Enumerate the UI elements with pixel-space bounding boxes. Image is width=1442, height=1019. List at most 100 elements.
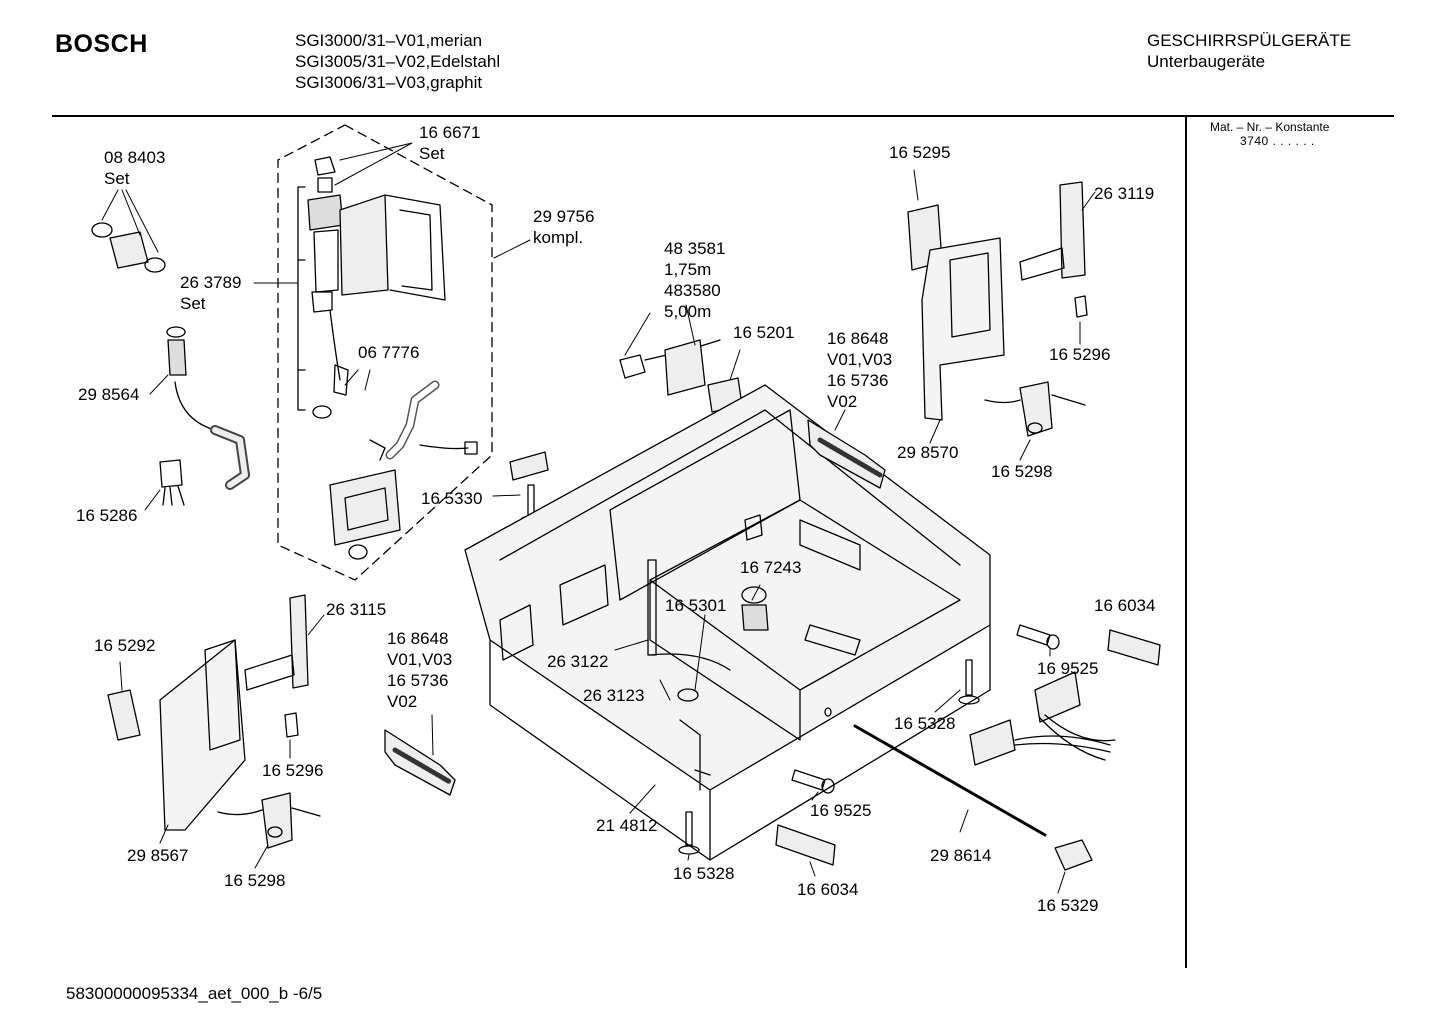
model-line-1: SGI3000/31–V01,merian bbox=[295, 31, 483, 50]
part-note: kompl. bbox=[533, 228, 584, 247]
control-board bbox=[329, 469, 401, 560]
part-label-263789: 26 3789 Set bbox=[180, 272, 241, 314]
part-label-298570: 29 8570 bbox=[897, 443, 959, 462]
header-divider bbox=[52, 115, 1394, 117]
part-label-067776: 06 7776 bbox=[358, 343, 420, 362]
bolt-169525-bottom bbox=[791, 769, 835, 794]
bracket-263119 bbox=[1019, 181, 1086, 281]
part-number: 16 5736 bbox=[827, 371, 889, 390]
part-label-263123: 26 3123 bbox=[583, 686, 645, 705]
part-number: 16 5736 bbox=[387, 671, 449, 690]
part-note: Set bbox=[419, 144, 445, 163]
part-label-166034-bottom: 16 6034 bbox=[797, 880, 859, 899]
part-number: 29 9756 bbox=[533, 207, 595, 226]
inlet-valve-assembly bbox=[307, 156, 446, 419]
foot-screw-165328-right bbox=[958, 659, 980, 705]
hose-clamp-set bbox=[91, 222, 166, 273]
part-label-298567: 29 8567 bbox=[127, 846, 189, 865]
part-label-165330: 16 5330 bbox=[421, 489, 483, 508]
category-subtitle: Unterbaugeräte bbox=[1147, 52, 1266, 71]
kit-dashed-outline bbox=[277, 124, 493, 581]
sensor-165298-left bbox=[217, 792, 321, 849]
part-165301 bbox=[649, 653, 731, 702]
bracket-263115 bbox=[244, 594, 309, 691]
float-rod-263122 bbox=[647, 559, 657, 656]
drain-hose-left bbox=[166, 326, 250, 490]
clip-165296-right bbox=[1074, 295, 1088, 318]
part-label-298614: 29 8614 bbox=[930, 846, 992, 865]
part-note: Set bbox=[180, 294, 206, 313]
part-label-165286: 16 5286 bbox=[76, 506, 138, 525]
part-label-214812: 21 4812 bbox=[596, 816, 658, 835]
part-note: 5,00m bbox=[664, 302, 712, 321]
document-id: 58300000095334_aet_000_b -6/5 bbox=[66, 984, 323, 1003]
model-line-3: SGI3006/31–V03,graphit bbox=[295, 73, 483, 92]
part-label-169525-bottom: 16 9525 bbox=[810, 801, 872, 820]
part-label-165328-right: 16 5328 bbox=[894, 714, 956, 733]
part-number: 16 8648 bbox=[827, 329, 889, 348]
bolt-169525-right bbox=[1016, 624, 1060, 650]
hose-clip bbox=[159, 459, 185, 506]
part-label-165328-bottom: 16 5328 bbox=[673, 864, 735, 883]
bracket-298570 bbox=[921, 237, 1005, 421]
pump-seal-167243 bbox=[741, 586, 769, 631]
foot-screw-165328-bottom bbox=[678, 811, 700, 855]
hose-coil bbox=[369, 380, 478, 461]
cable-483581 bbox=[619, 339, 721, 396]
category-block: GESCHIRRSPÜLGERÄTE Unterbaugeräte bbox=[1147, 30, 1351, 72]
part-label-168648-left: 16 8648 V01,V03 16 5736 V02 bbox=[387, 628, 452, 712]
part-label-165298-left: 16 5298 bbox=[224, 871, 286, 890]
part-number: 16 6671 bbox=[419, 123, 481, 142]
part-label-165295: 16 5295 bbox=[889, 143, 951, 162]
part-number: 48 3581 bbox=[664, 239, 726, 258]
part-variant: V01,V03 bbox=[387, 650, 453, 669]
category-title: GESCHIRRSPÜLGERÄTE bbox=[1147, 31, 1352, 50]
sensor-165298-right bbox=[984, 381, 1086, 437]
part-label-165298-right: 16 5298 bbox=[991, 462, 1053, 481]
part-note: Set bbox=[104, 169, 130, 188]
wiring-harness bbox=[969, 671, 1116, 766]
part-label-165329: 16 5329 bbox=[1037, 896, 1099, 915]
part-number: 08 8403 bbox=[104, 148, 166, 167]
knob-165329 bbox=[1054, 839, 1093, 871]
connector-166034-bottom bbox=[775, 824, 836, 866]
rod-298614 bbox=[853, 724, 1047, 837]
part-number: 16 8648 bbox=[387, 629, 449, 648]
part-variant: V01,V03 bbox=[827, 350, 893, 369]
kit-leader-bracket bbox=[297, 186, 306, 411]
part-label-299756: 29 9756 kompl. bbox=[533, 206, 594, 248]
part-label-298564: 29 8564 bbox=[78, 385, 140, 404]
part-label-165296-left: 16 5296 bbox=[262, 761, 324, 780]
base-tub bbox=[464, 384, 991, 861]
part-variant: V02 bbox=[387, 692, 418, 711]
part-label-165301: 16 5301 bbox=[665, 596, 727, 615]
part-label-483581: 48 3581 1,75m 483580 5,00m bbox=[664, 238, 725, 322]
part-number: 483580 bbox=[664, 281, 721, 300]
clip-165296-left bbox=[284, 712, 299, 738]
heater-left bbox=[384, 729, 456, 796]
sidebar-value: 3740 . . . . . . bbox=[1240, 134, 1315, 148]
brand-logo: BOSCH bbox=[55, 30, 148, 58]
leader-lines bbox=[101, 142, 1096, 894]
sidebar-constant: Mat. – Nr. – Konstante 3740 . . . . . . bbox=[1210, 120, 1329, 148]
part-label-263115: 26 3115 bbox=[326, 600, 387, 619]
part-note: 1,75m bbox=[664, 260, 712, 279]
model-line-2: SGI3005/31–V02,Edelstahl bbox=[295, 52, 501, 71]
sidebar-label: Mat. – Nr. – Konstante bbox=[1210, 120, 1330, 134]
part-label-263119: 26 3119 bbox=[1094, 184, 1155, 203]
part-label-169525-right: 16 9525 bbox=[1037, 659, 1099, 678]
bracket-298567 bbox=[159, 639, 246, 831]
part-number: 26 3789 bbox=[180, 273, 242, 292]
part-label-263122: 26 3122 bbox=[547, 652, 609, 671]
heater-top bbox=[807, 419, 886, 489]
part-label-166671: 16 6671 Set bbox=[419, 122, 480, 164]
part-label-168648-top: 16 8648 V01,V03 16 5736 V02 bbox=[827, 328, 892, 412]
part-label-166034-right: 16 6034 bbox=[1094, 596, 1156, 615]
clip-165292 bbox=[107, 689, 141, 741]
part-label-088403: 08 8403 Set bbox=[104, 147, 165, 189]
part-label-165296-right: 16 5296 bbox=[1049, 345, 1111, 364]
part-label-165292: 16 5292 bbox=[94, 636, 156, 655]
part-label-165201: 16 5201 bbox=[733, 323, 795, 342]
model-list: SGI3000/31–V01,merian SGI3005/31–V02,Ede… bbox=[295, 30, 500, 93]
